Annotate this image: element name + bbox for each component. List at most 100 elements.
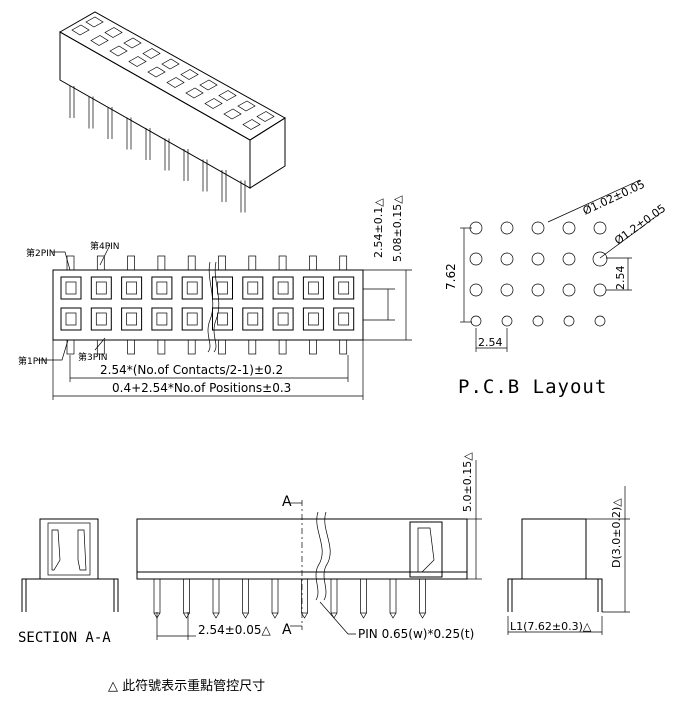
contact-hole xyxy=(186,281,198,295)
side-pin-tip xyxy=(301,612,308,619)
pin-bottom xyxy=(127,339,135,355)
pin-top xyxy=(96,255,105,271)
iso-pin xyxy=(107,107,113,139)
pcb-row-pitch: 2.54 xyxy=(614,266,627,291)
iso-pin xyxy=(221,170,227,202)
housing-outline xyxy=(52,269,364,341)
pin-top xyxy=(309,255,317,271)
iso-hole xyxy=(218,90,237,101)
pcb-hole xyxy=(470,315,482,327)
section-aa-view: SECTION A-A xyxy=(18,518,119,646)
pitch-dim: 2.54±0.05△ xyxy=(198,623,271,637)
iso-hole xyxy=(204,98,223,109)
iso-hole xyxy=(199,79,218,91)
iso-pin xyxy=(202,159,208,192)
pin-top xyxy=(157,255,166,271)
pcb-hole xyxy=(500,221,514,235)
contact-hole xyxy=(95,281,107,295)
pin-top xyxy=(127,255,135,271)
pin2-label: 第2PIN xyxy=(26,247,56,259)
iso-pin xyxy=(164,138,170,171)
contact-cell xyxy=(212,307,233,331)
contact-hole xyxy=(277,312,289,326)
contact-hole xyxy=(277,281,289,295)
contact-cell xyxy=(302,276,324,300)
contact-hole xyxy=(126,281,137,295)
contact-cell xyxy=(90,307,112,331)
side-pin xyxy=(301,578,308,614)
contact-hole xyxy=(126,312,137,326)
pcb-hole xyxy=(469,283,483,297)
contact-hole xyxy=(156,281,168,295)
pcb-hole xyxy=(500,283,514,297)
iso-hole xyxy=(147,66,166,78)
section-label: SECTION A-A xyxy=(18,630,111,646)
pcb-hole xyxy=(532,315,544,327)
pin1-label: 第1PIN xyxy=(18,355,48,367)
section-a-bottom: A xyxy=(282,622,292,638)
pcb-dia1: Ø1.02±0.05 xyxy=(581,178,647,218)
pin-top xyxy=(187,255,196,271)
isometric-view xyxy=(58,11,286,213)
pcb-hole xyxy=(593,221,607,235)
side-pin xyxy=(330,578,338,614)
iso-hole xyxy=(185,87,204,99)
side-pin xyxy=(212,578,220,614)
contact-cell xyxy=(242,276,264,300)
iso-hole xyxy=(104,27,123,38)
side-pin xyxy=(360,578,367,614)
pin-top xyxy=(339,255,348,271)
contact-hole xyxy=(308,281,319,295)
contact-hole xyxy=(338,281,350,295)
pin-bottom xyxy=(218,339,226,355)
contact-hole xyxy=(65,281,77,295)
iso-hole xyxy=(128,56,147,67)
contact-cell xyxy=(181,276,203,300)
iso-hole xyxy=(180,69,199,80)
iso-pin xyxy=(88,96,94,129)
contact-cell xyxy=(151,307,173,331)
contact-hole xyxy=(95,312,107,326)
pcb-hole xyxy=(562,283,576,297)
iso-hole xyxy=(71,24,90,36)
contacts-dim: 2.54*(No.of Contacts/2-1)±0.2 xyxy=(100,363,283,377)
contact-cell xyxy=(272,307,294,331)
side-pin-tip xyxy=(242,612,249,619)
total-width-dim: 5.08±0.15△ xyxy=(391,195,404,262)
l1-dim: L1(7.62±0.3)△ xyxy=(510,620,592,633)
contact-cell xyxy=(121,276,143,300)
row-pitch-dim: 2.54±0.1△ xyxy=(372,198,385,258)
height-dim: 5.0±0.15△ xyxy=(461,452,474,512)
contact-hole xyxy=(308,312,319,326)
iso-pin xyxy=(145,128,151,160)
contact-hole xyxy=(186,312,198,326)
pin-top xyxy=(66,255,75,271)
iso-hole xyxy=(142,48,161,59)
pcb-hole xyxy=(562,221,576,235)
pcb-hole xyxy=(501,315,513,327)
pin-bottom xyxy=(187,339,196,355)
contact-cell xyxy=(90,276,112,300)
pin-bottom xyxy=(96,339,105,355)
pcb-hole xyxy=(563,315,575,327)
side-view: A A 5.0±0.15△ 2.54±0.05△ PIN 0.65(w)*0.2… xyxy=(136,452,482,641)
pcb-height: 7.62 xyxy=(444,263,458,290)
footnote: △ 此符號表示重點管控尺寸 xyxy=(108,678,265,694)
side-pin-tip xyxy=(419,612,426,619)
pcb-hole xyxy=(469,252,483,266)
pin-bottom xyxy=(339,339,348,355)
pin-bottom xyxy=(278,339,287,355)
pcb-hole xyxy=(594,315,606,327)
contact-hole xyxy=(217,281,228,295)
side-pin xyxy=(389,578,397,614)
pin4-label: 第4PIN xyxy=(90,240,120,252)
pcb-hole xyxy=(593,283,607,297)
pcb-hole xyxy=(531,252,545,266)
pin3-label: 第3PIN xyxy=(78,351,108,363)
iso-hole xyxy=(242,119,261,130)
contact-hole xyxy=(217,312,228,326)
side-pin xyxy=(419,578,426,614)
side-pin-tip xyxy=(389,612,397,619)
pcb-hole xyxy=(531,221,545,235)
